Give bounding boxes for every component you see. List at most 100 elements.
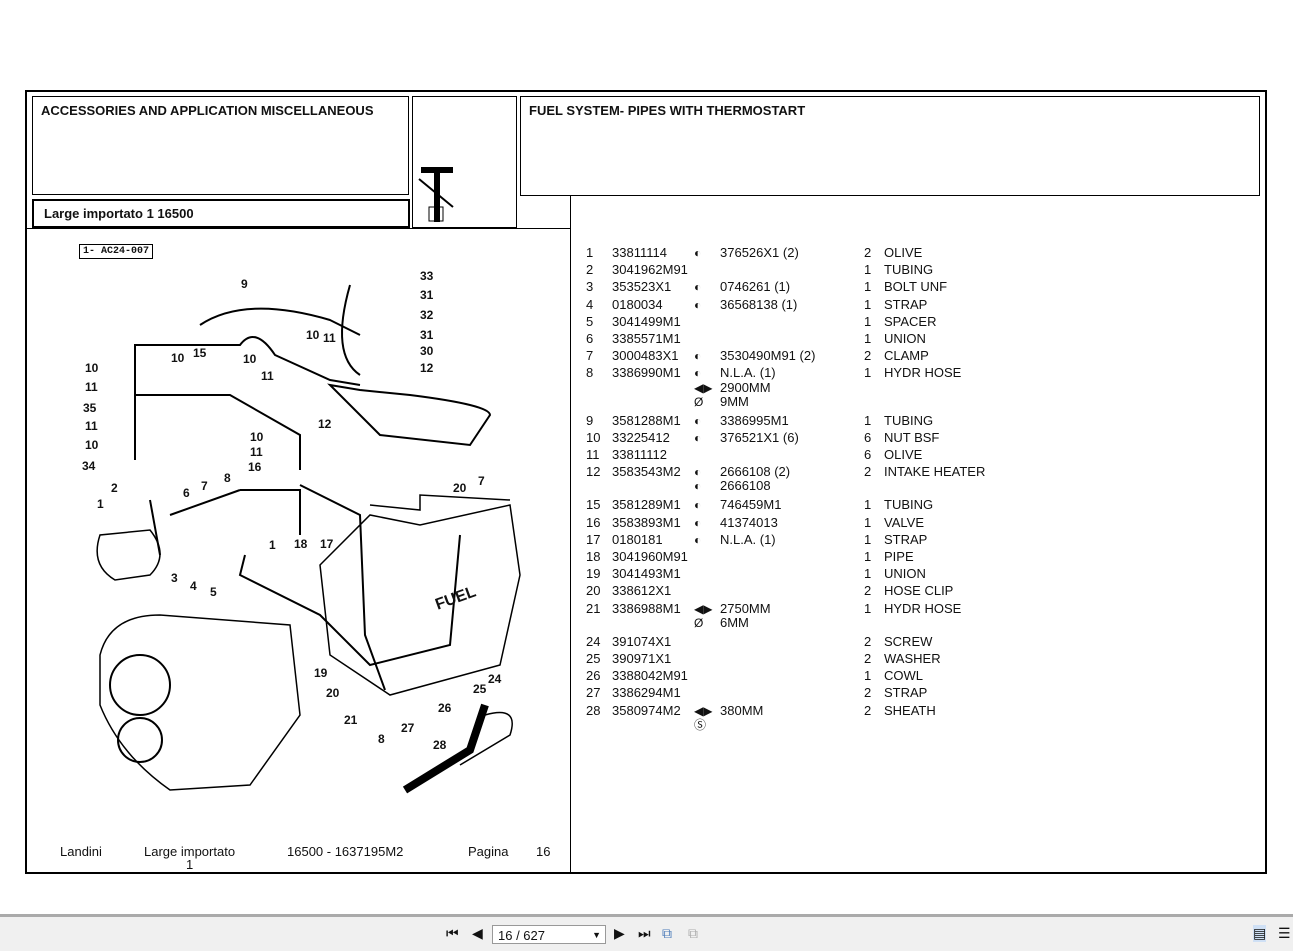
- description: STRAP: [884, 531, 928, 547]
- interchange-icon: ◐: [694, 465, 702, 480]
- quantity: 6: [864, 429, 872, 445]
- ref-number: 1: [586, 245, 594, 260]
- part-number: 3041962M91: [612, 262, 688, 278]
- previous-page-icon[interactable]: ◀: [472, 925, 483, 941]
- alt-part-number: 746459M1: [720, 497, 782, 513]
- part-number: 3386988M1: [612, 600, 681, 616]
- ref-number: 7: [586, 348, 594, 364]
- quantity: 1: [864, 331, 872, 346]
- quantity: 2: [864, 464, 872, 480]
- s-circle-icon: Ⓢ: [694, 717, 707, 732]
- callout-number: 28: [433, 738, 447, 752]
- diameter-icon: Ø: [694, 394, 704, 409]
- callout-number: 15: [193, 346, 207, 360]
- part-number: 3386294M1: [612, 685, 681, 701]
- description: INTAKE HEATER: [884, 464, 986, 480]
- quantity: 1: [864, 296, 872, 312]
- callout-number: 12: [420, 361, 434, 375]
- ref-number: 17: [586, 531, 601, 547]
- length-icon: ◀▶: [694, 601, 713, 616]
- part-number: 3041960M91: [612, 549, 688, 564]
- part-number: 33225412: [612, 429, 670, 445]
- callout-number: 33: [420, 269, 434, 283]
- callout-number: 10: [243, 352, 257, 366]
- quantity: 1: [864, 531, 872, 547]
- ref-number: 3: [586, 279, 594, 295]
- quantity: 2: [864, 348, 872, 364]
- ref-number: 27: [586, 685, 601, 701]
- single-page-view-icon[interactable]: ▤: [1253, 925, 1267, 942]
- callout-number: 20: [326, 686, 340, 700]
- callout-number: 9: [241, 277, 248, 291]
- description: UNION: [884, 566, 926, 582]
- interchange-icon: ◐: [694, 532, 702, 547]
- callout-number: 20: [453, 481, 467, 495]
- fuel-system-drawing: [96, 284, 521, 794]
- title-box: FUEL SYSTEM- PIPES WITH THERMOSTART: [520, 96, 1260, 196]
- part-number: 3581288M1: [612, 412, 681, 428]
- description: SPACER: [884, 313, 937, 329]
- page-frame: [25, 90, 1267, 874]
- description: OLIVE: [884, 447, 923, 462]
- callout-number: 25: [473, 682, 487, 696]
- footer-code: 16500 - 1637195M2: [287, 844, 404, 859]
- callout-number: 21: [344, 713, 358, 727]
- callout-number: 5: [210, 585, 217, 599]
- ref-number: 4: [586, 296, 594, 312]
- alt-part-number: 0746261 (1): [720, 279, 791, 295]
- heater-thumbnail-icon: [418, 167, 454, 222]
- callout-number: 32: [420, 308, 434, 322]
- interchange-icon: ◐: [694, 498, 702, 513]
- callout-number: 18: [294, 537, 308, 551]
- alt-part-number: 2666108 (2): [720, 464, 791, 480]
- page-selector[interactable]: 16 / 627▼: [492, 925, 606, 944]
- part-number: 3385571M1: [612, 331, 681, 346]
- rotate-page-icon[interactable]: ⧉: [662, 925, 672, 941]
- callout-number: 27: [401, 721, 415, 735]
- alt-part-number: 376521X1 (6): [720, 429, 799, 445]
- description: OLIVE: [884, 245, 923, 260]
- diameter-icon: Ø: [694, 615, 704, 630]
- callout-number: 10: [306, 328, 320, 342]
- callout-number: 31: [420, 328, 434, 342]
- quantity: 1: [864, 668, 872, 684]
- continuous-view-icon[interactable]: ☰: [1278, 925, 1291, 941]
- last-page-icon[interactable]: ⏭: [638, 925, 651, 941]
- part-number: 3581289M1: [612, 497, 681, 513]
- alt-part-number: 3530490M91 (2): [720, 348, 816, 364]
- first-page-icon[interactable]: ⏮: [446, 925, 459, 941]
- part-number: 391074X1: [612, 633, 672, 649]
- ref-number: 5: [586, 313, 594, 329]
- next-page-icon[interactable]: ▶: [614, 925, 625, 941]
- callout-number: 3: [171, 571, 178, 585]
- extra-value: 9MM: [720, 393, 749, 409]
- ref-number: 24: [586, 633, 601, 649]
- callout-number: 11: [85, 419, 98, 433]
- quantity: 2: [864, 583, 872, 599]
- description: UNION: [884, 331, 926, 346]
- ref-number: 2: [586, 262, 594, 278]
- copy-page-icon[interactable]: ⧉: [688, 925, 698, 941]
- footer-model: Large importato: [144, 844, 236, 859]
- section-box: ACCESSORIES AND APPLICATION MISCELLANEOU…: [32, 96, 409, 195]
- part-number: 3386990M1: [612, 365, 681, 381]
- quantity: 1: [864, 365, 872, 381]
- description: SHEATH: [884, 702, 936, 718]
- description: COWL: [884, 668, 923, 684]
- ref-number: 20: [586, 583, 601, 599]
- description: STRAP: [884, 296, 928, 312]
- model-box: Large importato 1 16500: [32, 199, 410, 228]
- page-display: 16 / 627: [498, 928, 545, 943]
- description: HYDR HOSE: [884, 600, 962, 616]
- quantity: 1: [864, 279, 872, 295]
- interchange-icon: ◐: [694, 297, 702, 312]
- part-number: 3583543M2: [612, 464, 681, 480]
- quantity: 6: [864, 447, 872, 462]
- callout-number: 6: [183, 486, 190, 500]
- quantity: 2: [864, 651, 872, 666]
- callout-number: 30: [420, 344, 434, 358]
- ref-number: 10: [586, 429, 601, 445]
- interchange-icon: ◐: [694, 515, 702, 530]
- alt-part-number: 2750MM: [720, 600, 771, 616]
